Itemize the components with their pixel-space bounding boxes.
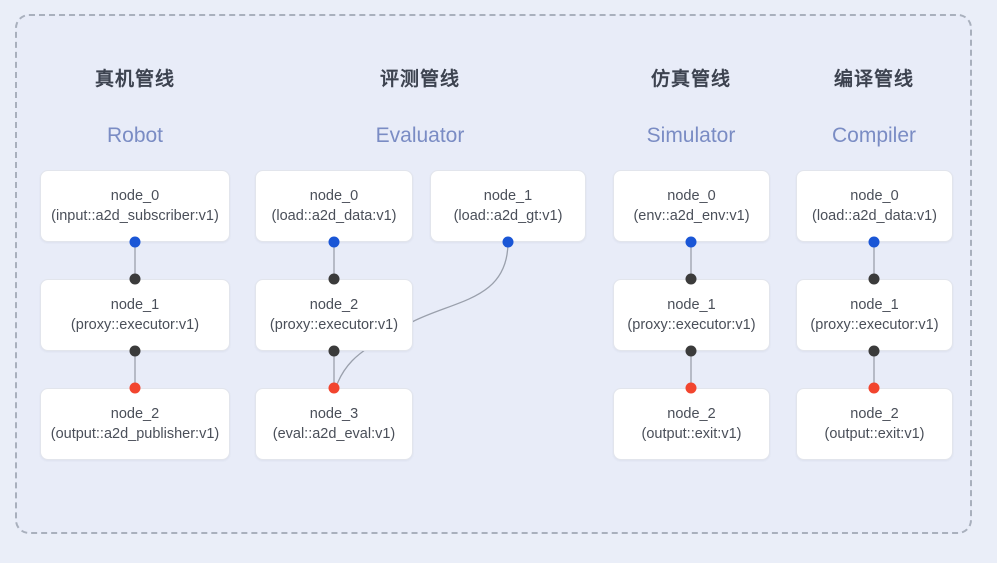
port-output-simulator-0[interactable]	[685, 236, 697, 248]
column-title-cn-simulator: 仿真管线	[650, 69, 731, 90]
node-type: (output::a2d_publisher:v1)	[50, 425, 220, 442]
column-title-en-evaluator: Evaluator	[375, 124, 465, 147]
column-title-en-robot: Robot	[106, 124, 164, 147]
column-title-en-simulator: Simulator	[646, 124, 736, 147]
node-type: (load::a2d_gt:v1)	[453, 207, 563, 224]
port-input-evaluator-2[interactable]	[328, 273, 340, 285]
port-input-evaluator-3[interactable]	[328, 382, 340, 394]
port-output-evaluator-1[interactable]	[502, 236, 514, 248]
column-title-en-compiler: Compiler	[831, 124, 917, 147]
node-id: node_0	[309, 187, 359, 204]
port-input-simulator-2[interactable]	[685, 382, 697, 394]
node-compiler-0[interactable]: node_0 (load::a2d_data:v1)	[796, 170, 953, 242]
node-type: (eval::a2d_eval:v1)	[272, 425, 396, 442]
node-evaluator-2[interactable]: node_2 (proxy::executor:v1)	[255, 279, 413, 351]
port-input-simulator-1[interactable]	[685, 273, 697, 285]
column-title-cn-compiler: 编译管线	[833, 69, 914, 90]
port-input-compiler-2[interactable]	[868, 382, 880, 394]
node-evaluator-0[interactable]: node_0 (load::a2d_data:v1)	[255, 170, 413, 242]
node-robot-0[interactable]: node_0 (input::a2d_subscriber:v1)	[40, 170, 230, 242]
node-id: node_3	[309, 405, 359, 422]
node-type: (proxy::executor:v1)	[627, 316, 756, 333]
port-output-robot-1[interactable]	[129, 345, 141, 357]
node-type: (output::exit:v1)	[641, 425, 742, 442]
node-simulator-1[interactable]: node_1 (proxy::executor:v1)	[613, 279, 770, 351]
node-id: node_2	[850, 405, 899, 422]
port-input-robot-1[interactable]	[129, 273, 141, 285]
node-id: node_2	[309, 296, 359, 313]
port-input-robot-2[interactable]	[129, 382, 141, 394]
node-type: (env::a2d_env:v1)	[633, 207, 750, 224]
port-output-compiler-1[interactable]	[868, 345, 880, 357]
node-id: node_1	[110, 296, 160, 313]
node-type: (proxy::executor:v1)	[269, 316, 399, 333]
node-evaluator-3[interactable]: node_3 (eval::a2d_eval:v1)	[255, 388, 413, 460]
node-type: (proxy::executor:v1)	[70, 316, 200, 333]
node-id: node_0	[110, 187, 160, 204]
port-output-evaluator-0[interactable]	[328, 236, 340, 248]
node-type: (proxy::executor:v1)	[810, 316, 939, 333]
node-simulator-2[interactable]: node_2 (output::exit:v1)	[613, 388, 770, 460]
port-input-compiler-1[interactable]	[868, 273, 880, 285]
port-output-compiler-0[interactable]	[868, 236, 880, 248]
port-output-simulator-1[interactable]	[685, 345, 697, 357]
node-robot-1[interactable]: node_1 (proxy::executor:v1)	[40, 279, 230, 351]
node-id: node_1	[483, 187, 533, 204]
node-compiler-2[interactable]: node_2 (output::exit:v1)	[796, 388, 953, 460]
node-evaluator-1[interactable]: node_1 (load::a2d_gt:v1)	[430, 170, 586, 242]
node-type: (load::a2d_data:v1)	[271, 207, 397, 224]
port-output-robot-0[interactable]	[129, 236, 141, 248]
node-robot-2[interactable]: node_2 (output::a2d_publisher:v1)	[40, 388, 230, 460]
node-id: node_0	[850, 187, 899, 204]
column-title-cn-evaluator: 评测管线	[379, 69, 460, 90]
node-id: node_2	[667, 405, 716, 422]
node-simulator-0[interactable]: node_0 (env::a2d_env:v1)	[613, 170, 770, 242]
column-title-cn-robot: 真机管线	[94, 69, 175, 90]
node-type: (load::a2d_data:v1)	[812, 207, 937, 224]
node-compiler-1[interactable]: node_1 (proxy::executor:v1)	[796, 279, 953, 351]
node-id: node_0	[667, 187, 716, 204]
port-output-evaluator-2[interactable]	[328, 345, 340, 357]
node-id: node_1	[850, 296, 899, 313]
node-id: node_2	[110, 405, 160, 422]
node-id: node_1	[667, 296, 716, 313]
node-type: (input::a2d_subscriber:v1)	[51, 207, 219, 224]
node-type: (output::exit:v1)	[824, 425, 925, 442]
